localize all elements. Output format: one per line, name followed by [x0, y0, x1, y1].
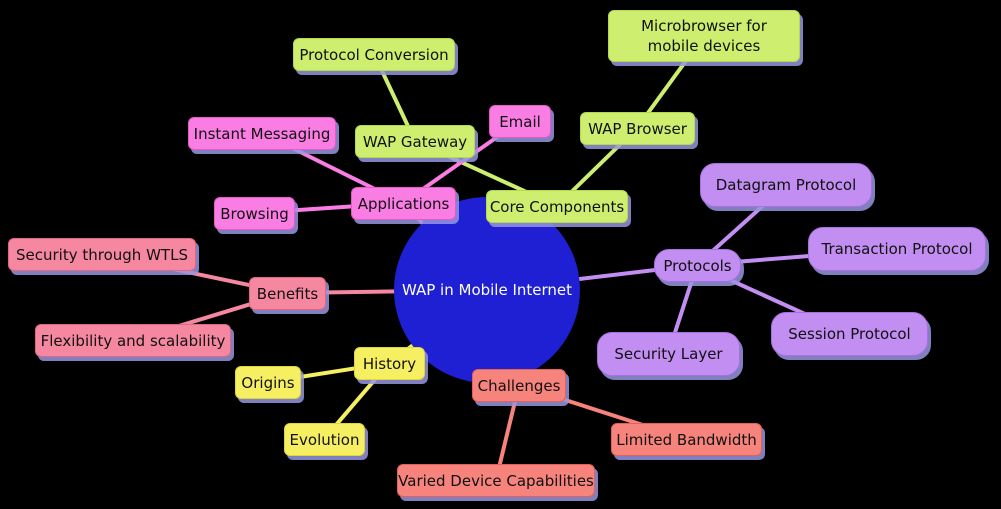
root-label: WAP in Mobile Internet [401, 281, 573, 299]
node-flexibility-and-scalability: Flexibility and scalability [35, 324, 231, 357]
node-limited-bandwidth: Limited Bandwidth [611, 423, 762, 456]
node-applications: Applications [351, 187, 456, 220]
node-challenges: Challenges [472, 369, 566, 402]
node-protocols: Protocols [654, 249, 741, 282]
node-varied-device-capabilities: Varied Device Capabilities [397, 464, 595, 497]
node-transaction-protocol: Transaction Protocol [808, 227, 986, 271]
node-datagram-protocol: Datagram Protocol [700, 163, 872, 207]
node-security-layer: Security Layer [597, 332, 740, 376]
node-core-components: Core Components [486, 190, 628, 223]
node-protocol-conversion: Protocol Conversion [293, 38, 455, 71]
node-wap-browser: WAP Browser [580, 112, 695, 145]
node-email: Email [489, 105, 551, 138]
node-session-protocol: Session Protocol [771, 312, 928, 356]
node-browsing: Browsing [214, 197, 295, 230]
node-security-through-wtls: Security through WTLS [8, 238, 196, 271]
node-benefits: Benefits [249, 277, 326, 310]
node-root: WAP in Mobile Internet [394, 197, 580, 383]
node-origins: Origins [235, 366, 301, 399]
node-history: History [354, 347, 425, 380]
node-microbrowser: Microbrowser for mobile devices [608, 10, 800, 62]
node-wap-gateway: WAP Gateway [355, 125, 475, 158]
node-evolution: Evolution [284, 423, 365, 456]
node-instant-messaging: Instant Messaging [188, 117, 336, 150]
